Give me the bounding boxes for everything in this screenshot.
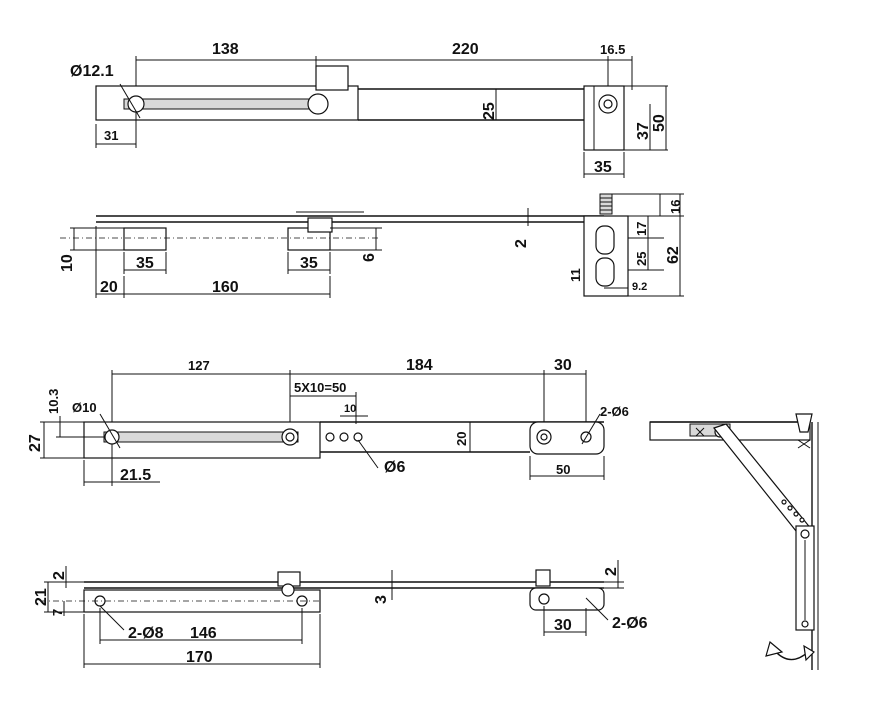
dim-62: 62: [665, 246, 682, 264]
dim-2-diameter-8: 2-Ø8: [128, 625, 164, 642]
dim-127: 127: [188, 358, 210, 373]
dim-50-bracket: 50: [556, 462, 570, 477]
dim-6: 6: [361, 253, 378, 262]
dim-16: 16: [668, 200, 683, 214]
assembly-illustration: [649, 413, 819, 670]
dim-2: 2: [513, 239, 530, 248]
side-view-2: 2 21 7 3 2 2-Ø8 146 170 30 2-Ø6: [33, 560, 648, 668]
dim-50: 50: [651, 114, 668, 132]
top-view: Ø12.1 138 220 16.5 25 37 50 31 35: [70, 41, 668, 178]
dim-170: 170: [186, 649, 213, 666]
dim-5x10-50: 5X10=50: [294, 380, 346, 395]
dim-30: 30: [554, 357, 572, 374]
dim-27: 27: [27, 434, 44, 452]
dim-220: 220: [452, 41, 479, 58]
dim-160: 160: [212, 279, 239, 296]
dim-2-diameter-6-top: 2-Ø6: [600, 404, 629, 419]
dim-30-hole: 30: [554, 617, 572, 634]
dim-11: 11: [568, 268, 583, 282]
dim-146: 146: [190, 625, 217, 642]
side-view: 2 10 35 35 6 20 160 16 17 25 62 11 9.2: [59, 193, 684, 298]
dim-9-2: 9.2: [632, 281, 647, 293]
dim-20: 20: [100, 279, 118, 296]
dim-37: 37: [635, 122, 652, 140]
dim-diameter-12-1: Ø12.1: [70, 63, 114, 80]
dim-21: 21: [33, 588, 50, 606]
dim-25-bracket: 25: [634, 252, 649, 266]
dim-35-right: 35: [300, 255, 318, 272]
dim-35-left: 35: [136, 255, 154, 272]
dim-35: 35: [594, 159, 612, 176]
dim-31: 31: [104, 128, 118, 143]
dim-2-diameter-6-bottom: 2-Ø6: [612, 615, 648, 632]
dim-25: 25: [481, 102, 498, 120]
dim-10: 10: [59, 254, 76, 272]
dim-10-spacing: 10: [344, 403, 356, 415]
dim-2-top: 2: [51, 571, 68, 580]
dim-184: 184: [406, 357, 433, 374]
dim-17: 17: [634, 222, 649, 236]
dim-10-3: 10.3: [46, 389, 61, 414]
dim-diameter-6: Ø6: [384, 459, 405, 476]
dim-3: 3: [373, 595, 390, 604]
dim-16-5: 16.5: [600, 42, 625, 57]
dim-138: 138: [212, 41, 239, 58]
dim-2-right: 2: [603, 567, 620, 576]
plan-view-2: 127 184 30 10.3 Ø10 27 5X10=50 10 2-Ø6 2…: [27, 357, 629, 486]
dim-21-5: 21.5: [120, 467, 151, 484]
dim-diameter-10: Ø10: [72, 400, 97, 415]
dim-20-width: 20: [454, 432, 469, 446]
dim-7: 7: [50, 609, 65, 616]
